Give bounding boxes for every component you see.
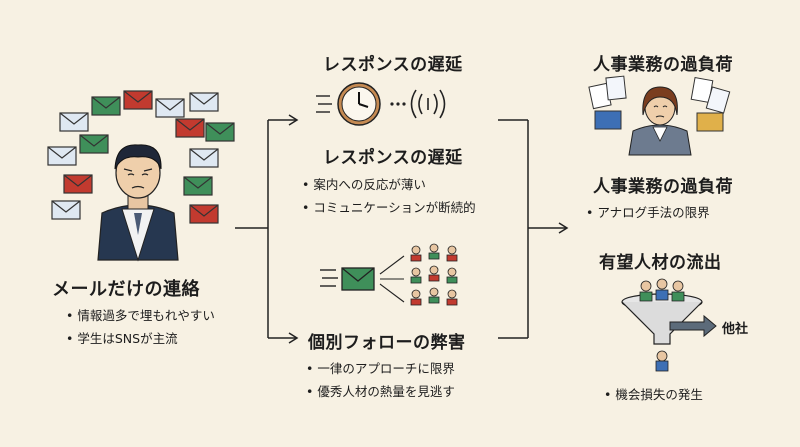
right-top-title: 人事業務の過負荷 [593, 177, 733, 197]
middle-bottom-title: 個別フォローの弊害 [308, 333, 466, 353]
email-overload-illustration [40, 85, 240, 262]
outflow-arrow-icon [669, 314, 717, 338]
envelope-icon [189, 92, 219, 112]
envelope-icon [91, 96, 121, 116]
envelope-icon [183, 176, 213, 196]
middle-top-bullet-1: 案内への反応が薄い [302, 174, 426, 193]
envelope-icon [205, 122, 235, 142]
delay-illustration [316, 80, 466, 130]
right-top-bullet-1: アナログ手法の限界 [586, 202, 709, 221]
hr-staff-icon [628, 86, 692, 156]
left-bullet-2: 学生はSNSが主流 [66, 328, 177, 347]
dots-icon [390, 102, 406, 106]
envelope-icon [51, 200, 81, 220]
right-bottom-title: 有望人材の流出 [599, 253, 722, 273]
left-title: メールだけの連絡 [52, 279, 200, 300]
student-icon [97, 144, 179, 262]
middle-top-title: レスポンスの遅延 [323, 148, 463, 168]
left-bullet-1: 情報過多で埋もれやすい [66, 305, 215, 324]
middle-bottom-bullet-2: 優秀人材の熱量を見逃す [306, 381, 455, 400]
lone-candidate-icon [655, 350, 669, 372]
envelope-icon [341, 267, 375, 291]
right-top-header: 人事業務の過負荷 [593, 55, 733, 75]
talent-outflow-illustration [612, 272, 752, 372]
envelope-icon [189, 204, 219, 224]
uniform-approach-illustration [316, 240, 466, 316]
envelope-icon [59, 112, 89, 132]
outflow-label: 他社 [722, 322, 749, 337]
student-with-emails-icon [47, 90, 235, 262]
speed-lines-icon [320, 269, 338, 287]
envelope-icon [63, 174, 93, 194]
signal-icon [410, 89, 446, 119]
middle-top-bullet-2: コミュニケーションが断続的 [302, 197, 475, 216]
right-bottom-bullet-1: 機会損失の発生 [604, 384, 703, 403]
people-group-icon [410, 243, 458, 306]
envelope-icon [79, 134, 109, 154]
speed-lines-icon [316, 95, 332, 113]
clock-icon [337, 82, 381, 126]
funnel-icon [621, 293, 703, 345]
envelope-icon [189, 148, 219, 168]
documents-icon [588, 75, 731, 132]
candidates-icon [639, 278, 685, 302]
envelope-icon [123, 90, 153, 110]
envelope-icon [47, 146, 77, 166]
middle-bottom-bullet-1: 一律のアプローチに限界 [306, 358, 455, 377]
envelope-icon [175, 118, 205, 138]
hr-overload-illustration [585, 75, 735, 156]
middle-top-header: レスポンスの遅延 [323, 55, 463, 75]
envelope-icon [155, 98, 185, 118]
